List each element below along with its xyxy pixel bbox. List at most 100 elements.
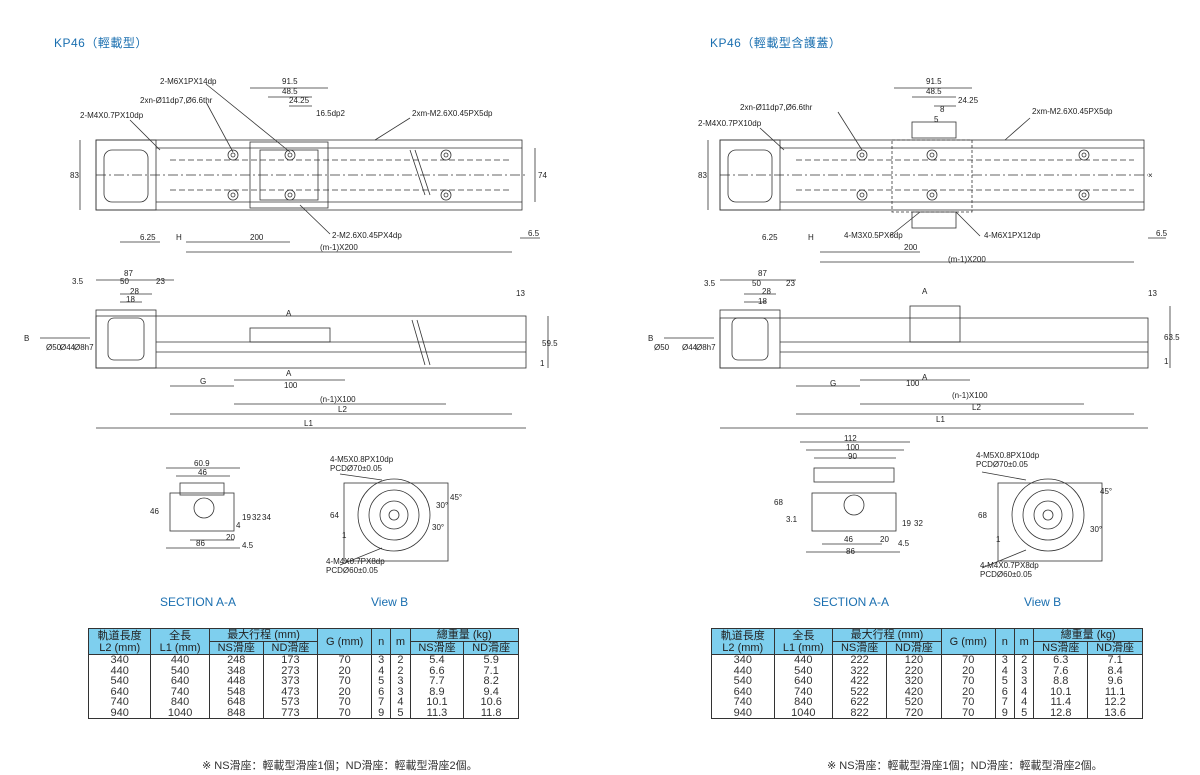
header-m: m (1014, 628, 1035, 655)
table-cell: 5 (1014, 707, 1035, 719)
dim-87: 87 (758, 269, 767, 278)
dim-32: 32 (252, 513, 261, 522)
table-cell: 12.8 (1033, 707, 1089, 719)
section-mark-a-top: A (286, 309, 292, 318)
dim-24-25: 24.25 (289, 96, 310, 105)
table-cell: 720 (886, 707, 942, 719)
table-cell: 540 (711, 676, 775, 687)
table-cell: 740 (711, 697, 775, 708)
callout-m4: 2-M4X0.7PX10dp (698, 119, 762, 128)
table-cell: 70 (940, 676, 996, 687)
table-cell: 940 (711, 707, 775, 719)
dim-height-74: 74 (538, 171, 547, 180)
callout-pcd60: PCDØ60±0.05 (326, 566, 379, 575)
dim-68-viewb: 68 (978, 511, 987, 520)
table-cell: 322 (832, 665, 888, 676)
technical-drawing: 91.5 48.5 24.25 8 5 83 × 6.25 H 200 6.5 … (648, 77, 1180, 579)
table-cell: 3 (390, 686, 411, 697)
table-cell: 2 (390, 654, 411, 666)
angle-30-b: 30° (432, 523, 444, 532)
table-cell: 222 (832, 654, 888, 666)
table-cell: 7.7 (409, 676, 465, 687)
table-cell: 8.2 (463, 676, 519, 687)
table-cell: 70 (940, 654, 996, 666)
callout-m5: 4-M5X0.8PX10dp (330, 455, 394, 464)
dim-100: 100 (284, 381, 298, 390)
dim-one: 1 (996, 535, 1001, 544)
dim-48-5: 48.5 (282, 87, 298, 96)
dim-23: 23 (786, 279, 795, 288)
table-cell: 740 (150, 686, 210, 697)
table-cell: 4 (1014, 686, 1035, 697)
table-cell: 70 (940, 697, 996, 708)
dim-20: 20 (880, 535, 889, 544)
dim-46: 46 (844, 535, 853, 544)
dim-height-mark: × (1148, 171, 1153, 180)
panel-kp46-light: KP46（輕載型） (24, 36, 558, 772)
view-b-caption: View B (371, 595, 409, 609)
table-cell: 320 (886, 676, 942, 687)
callout-xn-holes: 2xn-Ø11dp7,Ø6.6thr (740, 103, 813, 112)
section-profile (169, 492, 235, 532)
dim-13: 13 (1148, 289, 1157, 298)
dim-4-5: 4.5 (898, 539, 910, 548)
table-cell: 522 (832, 686, 888, 697)
dim-one: 1 (342, 531, 347, 540)
callout-xm-m2-6: 2xm-M2.6X0.45PX5dp (412, 109, 493, 118)
dim-200: 200 (904, 243, 918, 252)
dim-48-5: 48.5 (926, 87, 942, 96)
table-cell: 5 (994, 676, 1016, 687)
table-cell: 822 (832, 707, 888, 719)
dim-86: 86 (196, 539, 205, 548)
dim-l1: L1 (936, 415, 945, 424)
dim-100: 100 (906, 379, 920, 388)
slider-block (249, 141, 329, 209)
table-cell: 548 (208, 686, 264, 697)
table-cell: 1040 (150, 707, 210, 719)
callout-xm-m2-6: 2xm-M2.6X0.45PX5dp (1032, 107, 1113, 116)
dim-height-83: 83 (698, 171, 707, 180)
dim-50: 50 (120, 277, 129, 286)
dim-200: 200 (250, 233, 264, 242)
dim-phi50: Ø50 (46, 343, 62, 352)
angle-30-a: 30° (436, 501, 448, 510)
section-caption: SECTION A-A (160, 595, 237, 609)
callout-m4: 2-M4X0.7PX10dp (80, 111, 144, 120)
table-cell: 10.6 (463, 697, 519, 708)
dim-91-5: 91.5 (282, 77, 298, 86)
header-stroke: 最大行程 (mm) (832, 628, 942, 642)
dim-6-25: 6.25 (762, 233, 778, 242)
dim-60-9: 60.9 (194, 459, 210, 468)
table-cell: 520 (886, 697, 942, 708)
dim-h: H (176, 233, 182, 242)
section-mark-a-top: A (922, 287, 928, 296)
dim-86: 86 (846, 547, 855, 556)
table-cell: 11.1 (1087, 686, 1143, 697)
table-cell: 740 (87, 697, 152, 708)
table-cell: 10.1 (409, 697, 465, 708)
table-cell: 7.6 (1033, 665, 1089, 676)
table-cell: 940 (87, 707, 152, 719)
table-cell: 3 (1014, 676, 1035, 687)
table-cell: 640 (773, 676, 834, 687)
table-cell: 6.6 (409, 665, 465, 676)
technical-drawing: 91.5 48.5 24.25 16.5dp2 83 74 6.25 H 200… (24, 77, 558, 575)
dim-100-sec: 100 (846, 443, 860, 452)
header-weight: 總重量 (kg) (409, 628, 520, 642)
panel-kp46-light-cover: KP46（輕載型含護蓋） (600, 0, 1200, 775)
table-cell: 9 (371, 707, 392, 719)
table-cell: 70 (317, 697, 373, 708)
slider-cover (891, 139, 973, 213)
table-cell: 11.8 (463, 707, 519, 719)
dim-6-5: 6.5 (1156, 229, 1168, 238)
